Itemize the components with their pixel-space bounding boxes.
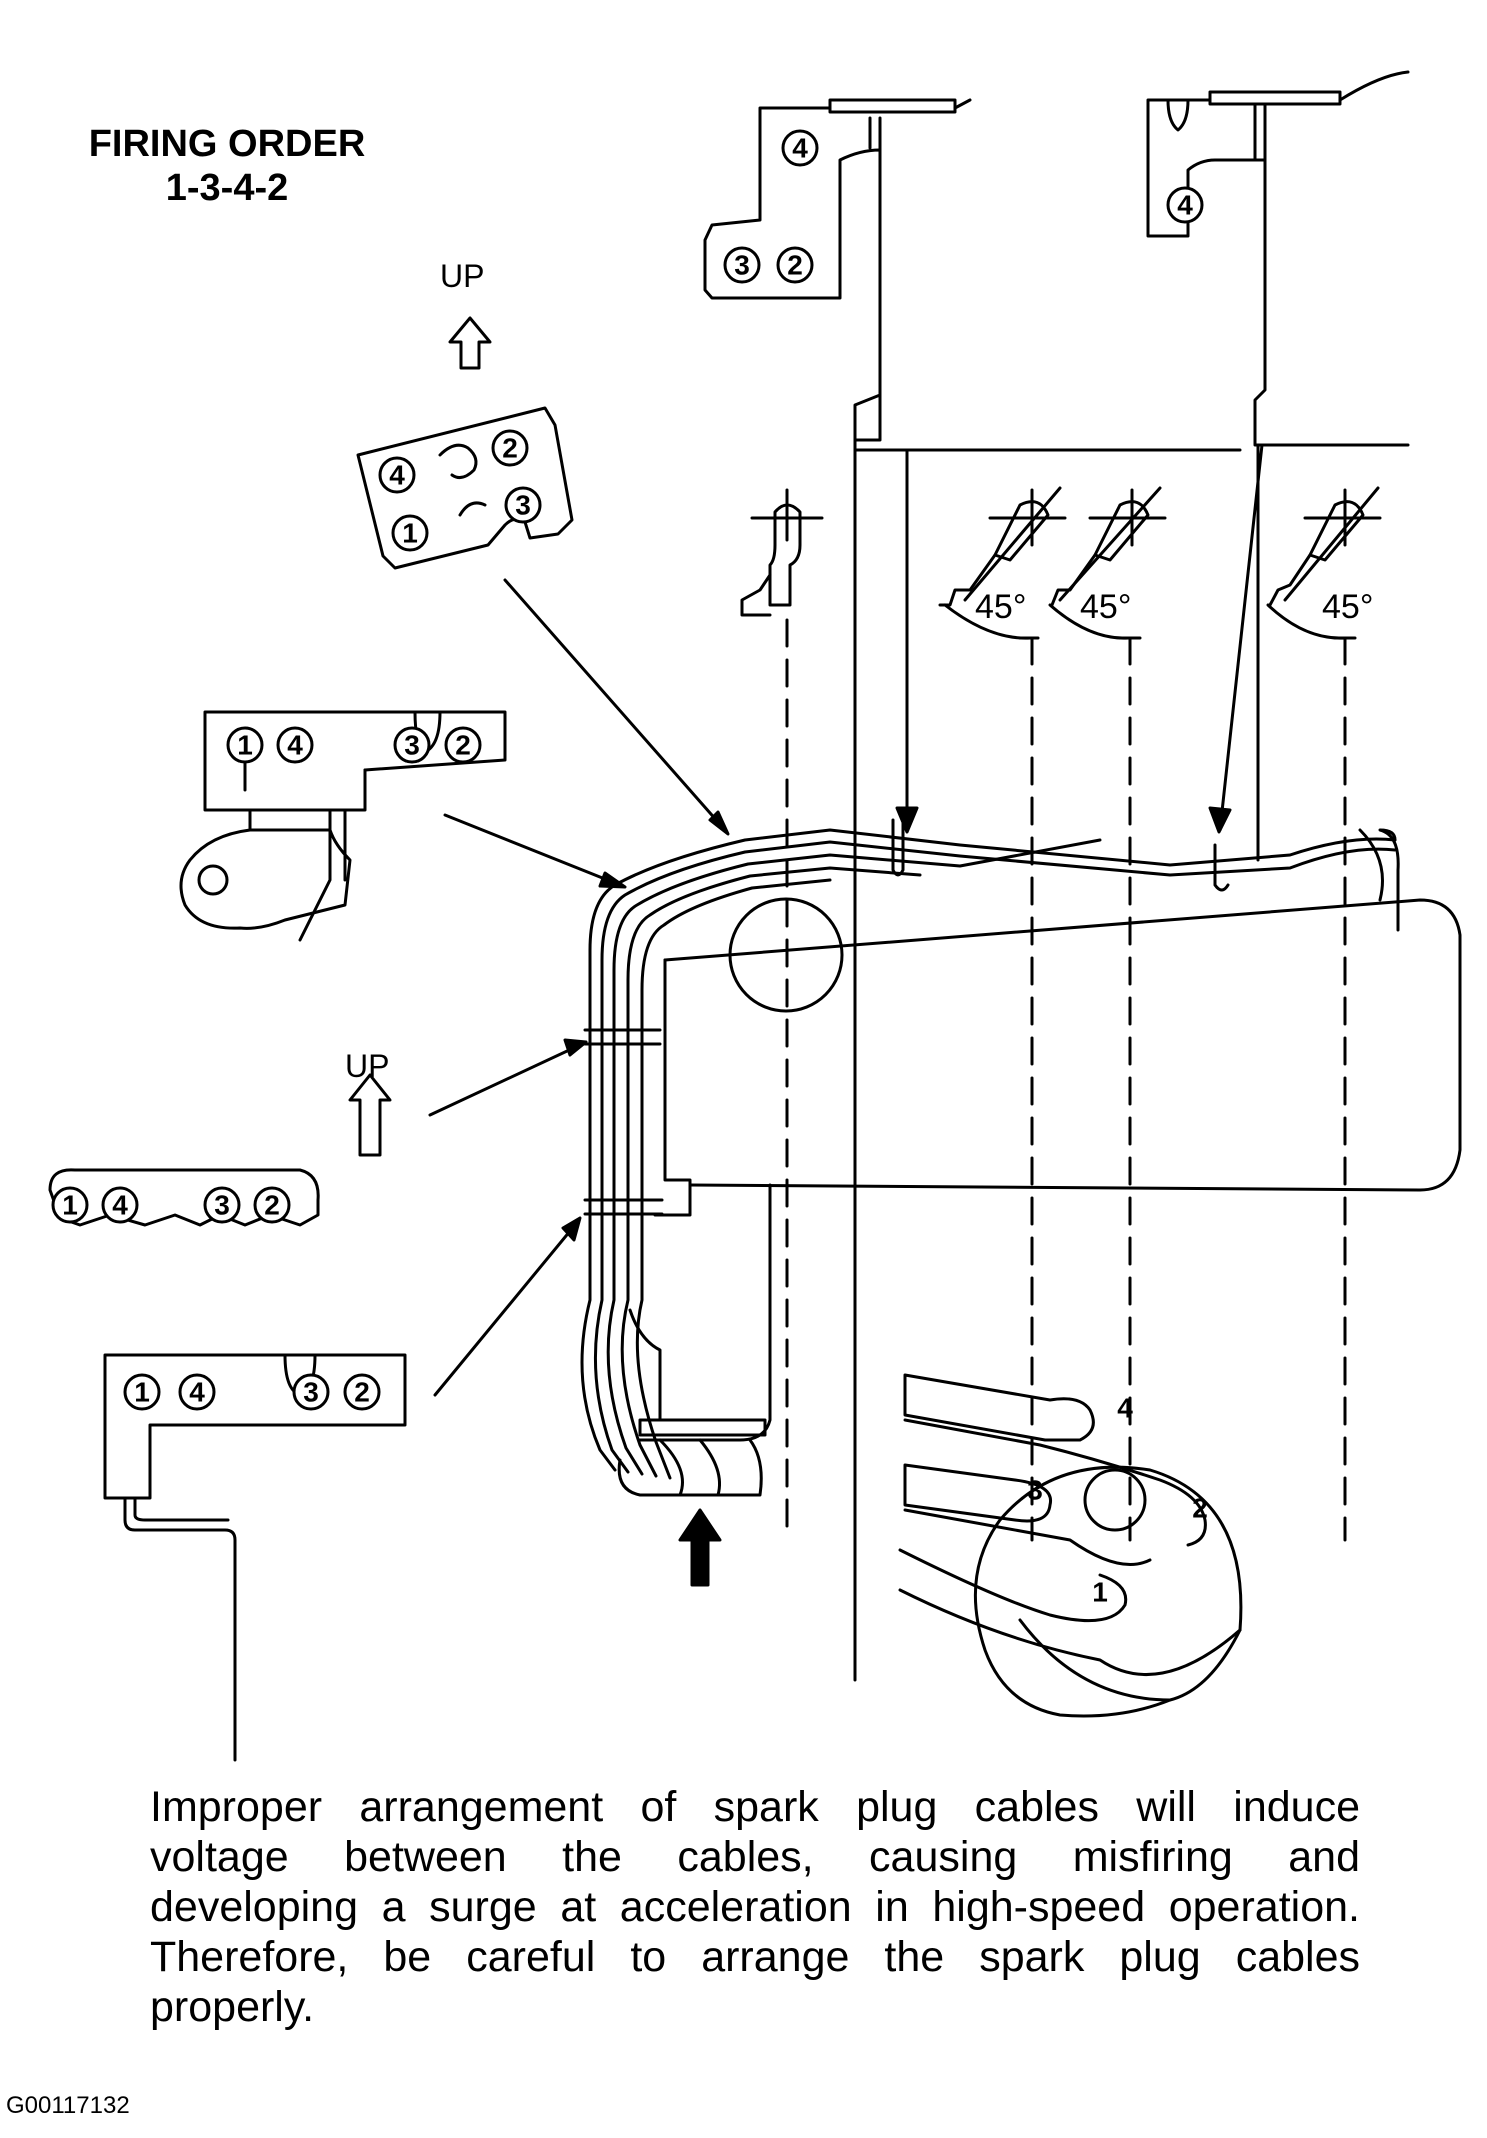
up-arrow-lower-icon <box>348 1073 392 1157</box>
num-sepu-3: 3 <box>515 490 531 521</box>
firing-order-title: FIRING ORDER <box>88 123 366 165</box>
num-sepl-2: 2 <box>264 1190 280 1221</box>
arrow-head-left-bracket <box>895 806 919 834</box>
num-bb-1: 1 <box>134 1377 150 1408</box>
num-bb-4: 4 <box>189 1377 205 1408</box>
clamp-vertical-upper <box>583 1028 662 1046</box>
distributor-cap-detail <box>898 1373 1243 1718</box>
bracket-left <box>179 710 507 942</box>
num-cap-4: 4 <box>1117 1393 1133 1424</box>
bottom-plug-boots <box>617 1418 767 1497</box>
caption-line: properly. <box>150 1983 315 2031</box>
num-bl-1: 1 <box>237 730 253 761</box>
top-left-bracket <box>703 98 1242 1682</box>
num-sepl-3: 3 <box>214 1190 230 1221</box>
num-sepu-1: 1 <box>402 518 418 549</box>
firing-order-sequence: 1-3-4-2 <box>165 167 289 209</box>
num-sepu-2: 2 <box>502 433 518 464</box>
bottom-up-arrow-icon <box>678 1508 722 1587</box>
clamp-number-labels: 4 3 2 4 4 2 1 3 1 4 3 2 1 4 3 2 1 4 3 2 … <box>62 133 1208 1608</box>
up-arrow-top-icon <box>448 316 492 370</box>
up-label-top: UP <box>440 258 485 294</box>
clamp-top-1 <box>891 818 905 877</box>
caption-line: developing a surge at acceleration in hi… <box>150 1883 1360 1931</box>
num-tlb-4: 4 <box>792 133 808 164</box>
bracket-bottom <box>103 1353 407 1762</box>
firing-order-heading: FIRING ORDER 1-3-4-2 <box>72 122 382 210</box>
num-cap-3: 3 <box>1027 1475 1043 1506</box>
angle-label-3: 45° <box>1322 588 1373 626</box>
engine-block <box>628 897 1462 1442</box>
leader-arrow-upper-separator <box>503 578 727 832</box>
num-tlb-3: 3 <box>734 250 750 281</box>
num-sepl-4: 4 <box>112 1190 128 1221</box>
leader-arrow-left-bracket <box>443 813 622 887</box>
num-bb-3: 3 <box>303 1377 319 1408</box>
num-sepl-1: 1 <box>62 1190 78 1221</box>
spark-plug-vertical <box>740 488 824 1542</box>
leader-arrow-up-lower <box>428 1043 582 1117</box>
clamp-top-2 <box>1213 843 1230 892</box>
num-bl-3: 3 <box>404 730 420 761</box>
angle-label-2: 45° <box>1080 588 1131 626</box>
num-cap-2: 2 <box>1192 1493 1208 1524</box>
num-sepu-4: 4 <box>389 460 405 491</box>
angle-label-1: 45° <box>975 588 1026 626</box>
spark-plug-angled-2 <box>1048 486 1167 1542</box>
up-label-lower: UP <box>345 1048 390 1084</box>
num-bl-4: 4 <box>287 730 303 761</box>
clamp-vertical-lower <box>583 1198 664 1216</box>
num-trb-4: 4 <box>1177 190 1193 221</box>
arrow-line-right-bracket <box>1218 443 1264 832</box>
leader-arrow-bottom-bracket <box>433 1223 577 1397</box>
spark-plug-angled-3 <box>1266 486 1382 1542</box>
angle-labels: 45° 45° 45° <box>975 588 1373 626</box>
caption-line: voltage between the cables, causing misf… <box>150 1833 1360 1881</box>
caption: Improper arrangement of spark plug cable… <box>150 1782 1360 2032</box>
caption-line: Therefore, be careful to arrange the spa… <box>150 1933 1360 1981</box>
separator-lower <box>48 1168 320 1227</box>
top-right-bracket <box>1146 70 1410 447</box>
clamp-number-circles <box>51 129 1204 1411</box>
num-cap-1: 1 <box>1092 1577 1108 1608</box>
spark-plug-angled-1 <box>938 486 1067 1542</box>
num-bl-2: 2 <box>455 730 471 761</box>
num-bb-2: 2 <box>354 1377 370 1408</box>
caption-line: Improper arrangement of spark plug cable… <box>150 1783 1360 1831</box>
arrow-head-right-bracket <box>1208 806 1232 834</box>
num-tlb-2: 2 <box>787 250 803 281</box>
cable-bundle <box>580 828 1400 1480</box>
figure-id: G00117132 <box>6 2092 130 2119</box>
